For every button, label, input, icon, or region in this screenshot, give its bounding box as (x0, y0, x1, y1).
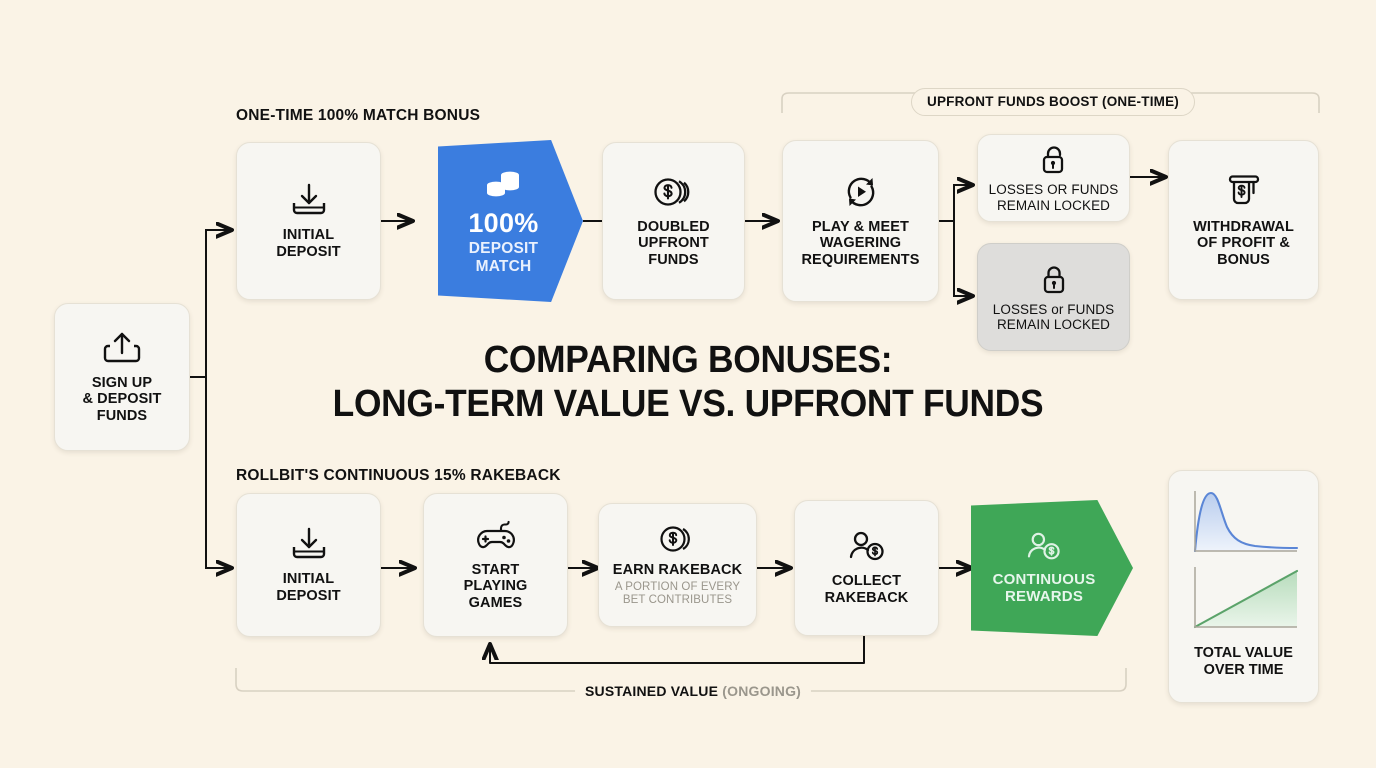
node-sublabel: DEPOSIT MATCH (468, 239, 539, 275)
node-sign-up-deposit[interactable]: SIGN UP & DEPOSIT FUNDS (54, 303, 190, 451)
node-label: COLLECT RAKEBACK (824, 572, 909, 606)
node-label: EARN RAKEBACK (612, 562, 743, 579)
node-withdrawal-profit-bonus[interactable]: WITHDRAWAL OF PROFIT & BONUS (1168, 140, 1319, 300)
page-title: COMPARING BONUSES: LONG-TERM VALUE VS. U… (332, 339, 1044, 426)
download-box-icon (289, 526, 329, 562)
chart-label: TOTAL VALUE OVER TIME (1194, 645, 1293, 678)
node-label: LOSSES OR FUNDS REMAIN LOCKED (988, 181, 1119, 213)
node-losses-or-funds-unlocked[interactable]: LOSSES OR FUNDS REMAIN LOCKED (977, 134, 1130, 222)
node-label: PLAY & MEET WAGERING REQUIREMENTS (801, 218, 920, 268)
user-dollar-icon (846, 530, 888, 564)
chart-svg (1193, 491, 1298, 629)
gamepad-icon (474, 519, 518, 553)
node-losses-or-funds-locked[interactable]: LOSSES or FUNDS REMAIN LOCKED (977, 243, 1130, 351)
node-sublabel: A PORTION OF EVERY BET CONTRIBUTES (614, 580, 741, 607)
node-label: 100% (468, 207, 539, 238)
coins-dollar-icon (658, 522, 698, 556)
lock-icon (1037, 262, 1071, 296)
bracket-label-top: UPFRONT FUNDS BOOST (ONE-TIME) (911, 88, 1195, 116)
node-initial-deposit-top[interactable]: INITIAL DEPOSIT (236, 142, 381, 300)
replay-play-icon (841, 174, 881, 210)
coin-stack-icon (481, 167, 527, 203)
chart-series-upfront (1193, 491, 1298, 553)
node-label: WITHDRAWAL OF PROFIT & BONUS (1193, 218, 1294, 268)
cash-withdraw-icon (1222, 172, 1266, 210)
node-continuous-rewards[interactable]: CONTINUOUS REWARDS (971, 500, 1133, 636)
node-earn-rakeback[interactable]: EARN RAKEBACK A PORTION OF EVERY BET CON… (598, 503, 757, 627)
bracket-label-bottom-dim: (ONGOING) (722, 683, 802, 699)
node-start-playing-games[interactable]: START PLAYING GAMES (423, 493, 568, 637)
caption-top-row: ONE-TIME 100% MATCH BONUS (236, 107, 481, 124)
node-label: CONTINUOUS REWARDS (992, 570, 1096, 605)
node-collect-rakeback[interactable]: COLLECT RAKEBACK (794, 500, 939, 636)
chart-series-rakeback (1193, 567, 1298, 629)
chart-total-value-over-time: TOTAL VALUE OVER TIME (1168, 470, 1319, 703)
node-label: INITIAL DEPOSIT (276, 570, 341, 604)
upload-box-icon (102, 330, 142, 366)
node-label: INITIAL DEPOSIT (276, 226, 341, 260)
unlock-icon (1036, 143, 1072, 177)
node-label: LOSSES or FUNDS REMAIN LOCKED (992, 301, 1115, 332)
node-label: START PLAYING GAMES (463, 561, 528, 611)
node-play-meet-wagering[interactable]: PLAY & MEET WAGERING REQUIREMENTS (782, 140, 939, 302)
download-box-icon (289, 182, 329, 218)
node-label: SIGN UP & DEPOSIT FUNDS (82, 374, 162, 424)
node-initial-deposit-bottom[interactable]: INITIAL DEPOSIT (236, 493, 381, 637)
coins-dollar-icon (652, 174, 696, 210)
node-label: DOUBLED UPFRONT FUNDS (637, 218, 710, 268)
node-deposit-match[interactable]: 100% DEPOSIT MATCH (438, 140, 583, 302)
user-dollar-icon (1023, 531, 1065, 563)
caption-bottom-row: ROLLBIT'S CONTINUOUS 15% RAKEBACK (236, 467, 561, 484)
bracket-label-bottom: SUSTAINED VALUE (ONGOING) (575, 681, 812, 701)
bracket-label-bottom-strong: SUSTAINED VALUE (585, 683, 719, 699)
node-doubled-upfront-funds[interactable]: DOUBLED UPFRONT FUNDS (602, 142, 745, 300)
